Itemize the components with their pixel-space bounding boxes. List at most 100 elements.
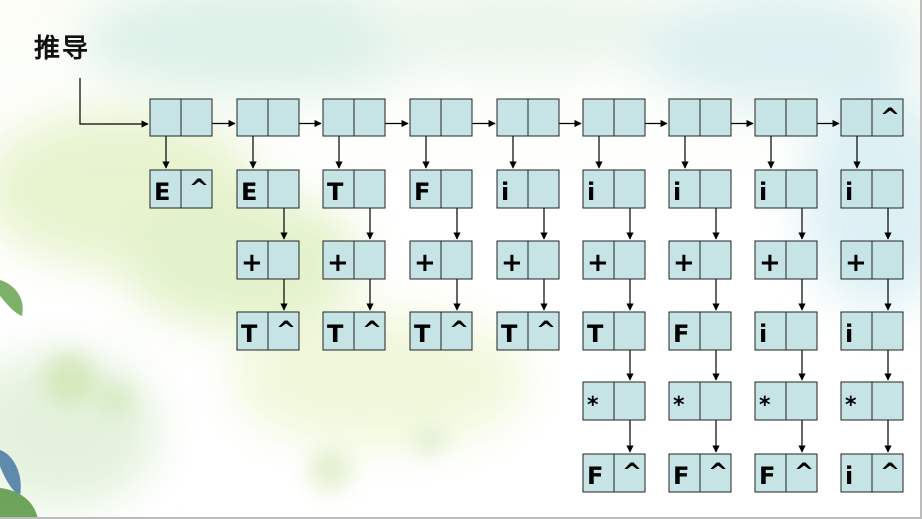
next-cell [785, 240, 818, 280]
symbol-text: E [241, 178, 257, 206]
terminator-text: ^ [880, 458, 900, 486]
terminator-text: ^ [794, 458, 814, 486]
entry-arrow [79, 78, 149, 128]
symbol-text: F [673, 320, 689, 348]
next-cell [527, 240, 560, 280]
next-cell [353, 240, 386, 280]
next-cell [613, 169, 646, 209]
next-cell [871, 453, 904, 493]
terminator-text: ^ [362, 316, 382, 344]
symbol-cell [409, 240, 442, 280]
page-title: 推导 [34, 34, 91, 64]
symbol-text: + [414, 248, 436, 278]
symbol-text: T [327, 178, 344, 206]
symbol-text: T [241, 320, 258, 348]
next-cell [613, 311, 646, 351]
next-cell [871, 381, 904, 421]
symbol-cell [496, 240, 529, 280]
symbol-text: + [327, 248, 349, 278]
symbol-cell [754, 169, 787, 209]
symbol-text: F [673, 462, 689, 490]
top-node-right-cell [353, 98, 386, 137]
top-node-value: ^ [880, 103, 900, 131]
top-node-left-cell [754, 98, 787, 137]
symbol-text: T [414, 320, 431, 348]
next-cell [353, 169, 386, 209]
next-cell [871, 169, 904, 209]
next-cell [613, 240, 646, 280]
symbol-cell [409, 311, 442, 351]
terminator-text: ^ [276, 316, 296, 344]
next-cell [699, 453, 732, 493]
next-cell [527, 311, 560, 351]
symbol-text: * [587, 393, 599, 418]
symbol-cell [582, 381, 615, 421]
next-cell [527, 169, 560, 209]
symbol-text: + [759, 248, 781, 278]
top-node-right-cell [440, 98, 473, 137]
top-node-left-cell [236, 98, 269, 137]
symbol-cell [582, 311, 615, 351]
top-node-right-cell [699, 98, 732, 137]
next-cell [267, 240, 300, 280]
next-cell [699, 311, 732, 351]
symbol-text: + [241, 248, 263, 278]
next-cell [353, 311, 386, 351]
symbol-cell [668, 311, 701, 351]
next-cell [785, 453, 818, 493]
symbol-cell [236, 240, 269, 280]
symbol-text: i [501, 178, 509, 206]
symbol-cell [840, 381, 873, 421]
symbol-cell [322, 169, 355, 209]
terminator-text: ^ [449, 316, 469, 344]
symbol-cell [582, 169, 615, 209]
symbol-text: T [587, 320, 604, 348]
symbol-text: i [759, 178, 767, 206]
next-cell [180, 169, 213, 209]
top-node-right-cell [267, 98, 300, 137]
symbol-text: E [154, 178, 170, 206]
next-cell [440, 311, 473, 351]
top-node-left-cell [840, 98, 873, 137]
symbol-text: i [845, 320, 853, 348]
symbol-cell [840, 453, 873, 493]
next-cell [699, 381, 732, 421]
symbol-cell [668, 381, 701, 421]
node-layer: ^E^E+T^T+T^F+T^i+T^i+T*F^i+F*F^i+i*F^i+i… [149, 98, 904, 493]
top-node-right-cell [871, 98, 904, 137]
next-cell [785, 311, 818, 351]
top-node-left-cell [149, 98, 182, 137]
next-cell [871, 240, 904, 280]
terminator-text: ^ [536, 316, 556, 344]
symbol-cell [236, 169, 269, 209]
next-cell [699, 169, 732, 209]
symbol-text: + [673, 248, 695, 278]
symbol-text: * [673, 393, 685, 418]
symbol-text: * [759, 393, 771, 418]
symbol-cell [754, 381, 787, 421]
symbol-text: * [845, 393, 857, 418]
next-cell [613, 381, 646, 421]
next-cell [785, 169, 818, 209]
terminator-text: ^ [708, 458, 728, 486]
top-node-right-cell [180, 98, 213, 137]
symbol-text: i [673, 178, 681, 206]
top-node-right-cell [527, 98, 560, 137]
symbol-cell [754, 240, 787, 280]
symbol-cell [840, 240, 873, 280]
terminator-text: ^ [622, 458, 642, 486]
symbol-cell [322, 240, 355, 280]
symbol-text: i [845, 178, 853, 206]
symbol-text: i [587, 178, 595, 206]
symbol-text: F [587, 462, 603, 490]
top-node-left-cell [668, 98, 701, 137]
symbol-text: + [501, 248, 523, 278]
symbol-cell [496, 311, 529, 351]
next-cell [613, 453, 646, 493]
top-node-right-cell [613, 98, 646, 137]
symbol-text: F [414, 178, 430, 206]
next-cell [785, 381, 818, 421]
next-cell [440, 169, 473, 209]
